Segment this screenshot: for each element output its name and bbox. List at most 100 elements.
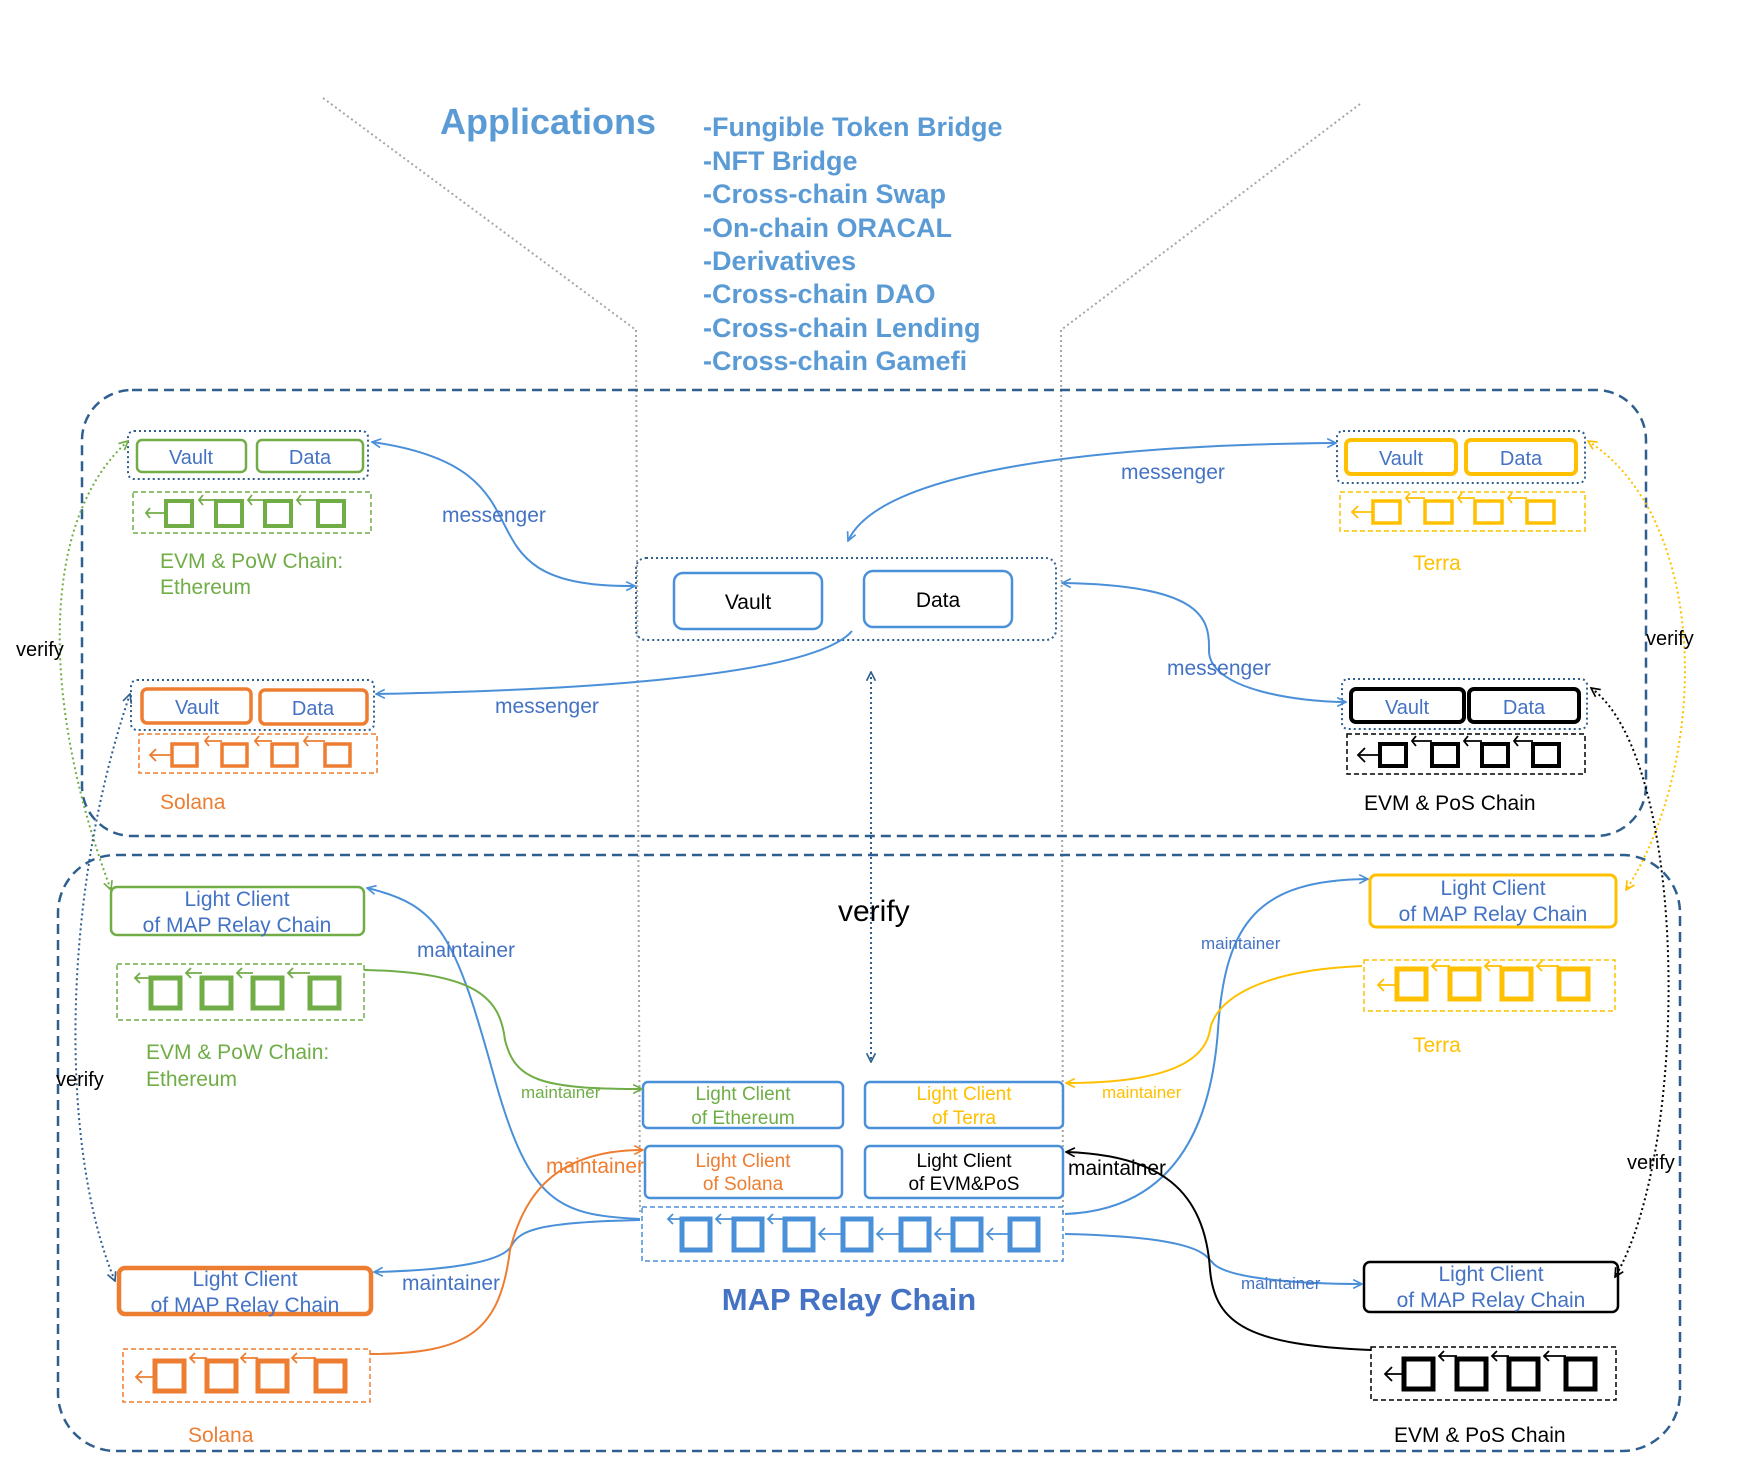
relay-lc-terra-box bbox=[863, 1080, 1065, 1130]
maintainer-label-sol-relay: maintainer bbox=[402, 1272, 500, 1295]
terra-lower-block bbox=[1447, 966, 1482, 1002]
verify-left-lower-connector bbox=[74, 694, 130, 1281]
lc-evm-box bbox=[1362, 1260, 1620, 1314]
evm-vault-label: Vault bbox=[1385, 697, 1430, 719]
sol-lower-label: Solana bbox=[188, 1424, 254, 1447]
lower-region bbox=[56, 853, 1682, 1453]
funnel-lines bbox=[322, 97, 1361, 1213]
sol-upper-block bbox=[323, 742, 352, 768]
relay-block bbox=[679, 1216, 713, 1253]
lower-terra-group: Light Client of MAP Relay Chain Terra bbox=[1363, 873, 1618, 1057]
lc-terra-line1: Light Client bbox=[1440, 877, 1545, 900]
upper-solana-group: Vault Data Solana bbox=[130, 679, 378, 814]
lc-terra-line2: of MAP Relay Chain bbox=[1399, 903, 1588, 926]
relay-lc-ethereum-box bbox=[641, 1080, 845, 1130]
messenger-solana-connector bbox=[376, 630, 853, 694]
evm-lower-chain-container bbox=[1370, 1346, 1617, 1401]
terra-lower-chain-arrows bbox=[1376, 960, 1559, 992]
terra-upper-chain-container bbox=[1339, 491, 1586, 532]
sol-data-box bbox=[258, 688, 369, 726]
evm-upper-block bbox=[1531, 742, 1561, 768]
maintainer-evm-chain-connector bbox=[1066, 1152, 1372, 1351]
terra-lower-block bbox=[1499, 966, 1534, 1002]
relay-lc-evmpos-line2: of EVM&PoS bbox=[909, 1174, 1020, 1195]
upper-region bbox=[80, 388, 1648, 838]
lc-terra-box bbox=[1368, 873, 1618, 929]
sol-upper-chain-blocks bbox=[138, 733, 378, 774]
maintainer-label-eth-relay: maintainer bbox=[417, 939, 515, 962]
sol-upper-block bbox=[220, 742, 249, 768]
lc-eth-line2: of MAP Relay Chain bbox=[143, 914, 332, 937]
evm-upper-block bbox=[1378, 742, 1408, 768]
verify-label-lower-right: verify bbox=[1627, 1152, 1675, 1174]
relay-lc-ethereum-line1: Light Client bbox=[695, 1084, 791, 1105]
relay-lc-solana-line1: Light Client bbox=[695, 1151, 791, 1172]
sol-lower-chain-blocks bbox=[122, 1348, 371, 1403]
upper-ethereum-group: Vault Data EVM & PoW Chain: Ethereum bbox=[127, 430, 372, 599]
application-item: -On-chain ORACAL bbox=[703, 213, 952, 243]
sol-upper-block bbox=[170, 742, 199, 768]
sol-vault-box bbox=[140, 687, 253, 725]
relay-chain-container bbox=[641, 1206, 1064, 1262]
maintainer-terra-relay-connector bbox=[1064, 879, 1368, 1215]
lc-sol-line2: of MAP Relay Chain bbox=[151, 1294, 340, 1317]
center-vault-label: Vault bbox=[725, 591, 771, 614]
side-verify-connectors bbox=[58, 441, 1686, 1281]
terra-vault-box bbox=[1344, 438, 1458, 476]
sol-lower-block bbox=[255, 1358, 290, 1394]
maintainer-evm-relay-connector bbox=[1064, 1233, 1362, 1284]
application-item: -Fungible Token Bridge bbox=[703, 112, 1003, 142]
eth-lower-block bbox=[250, 975, 285, 1011]
relay-lc-evmpos-line1: Light Client bbox=[916, 1151, 1012, 1172]
verify-label-lower-left: verify bbox=[56, 1069, 104, 1091]
eth-vault-label: Vault bbox=[169, 447, 214, 469]
application-item: -Derivatives bbox=[703, 246, 856, 276]
lc-eth-box bbox=[109, 885, 366, 937]
evm-upper-block bbox=[1480, 742, 1510, 768]
verify-black-connector bbox=[1591, 688, 1670, 1277]
application-item: -Cross-chain Gamefi bbox=[703, 346, 967, 376]
eth-lower-chain-container bbox=[116, 963, 365, 1021]
eth-lower-label-line1: EVM & PoW Chain: bbox=[146, 1041, 329, 1064]
terra-upper-block bbox=[1525, 499, 1556, 525]
terra-upper-block bbox=[1371, 499, 1402, 525]
relay-chain-title: MAP Relay Chain bbox=[722, 1282, 976, 1317]
eth-lower-block bbox=[307, 975, 342, 1011]
maintainer-label-sol-chain: maintainer bbox=[546, 1155, 644, 1178]
center-vault-box bbox=[672, 571, 824, 631]
relay-block bbox=[782, 1216, 816, 1253]
maintainer-eth-chain-connector bbox=[363, 969, 642, 1089]
funnel-right-vertical bbox=[1060, 329, 1064, 1213]
relay-block bbox=[731, 1216, 765, 1253]
center-vault-data-group: Vault Data bbox=[635, 557, 1057, 641]
eth-upper-chain-blocks bbox=[132, 491, 372, 534]
eth-upper-block bbox=[214, 499, 244, 528]
messenger-connectors bbox=[372, 442, 1346, 702]
eth-lower-chain-arrows bbox=[133, 967, 310, 984]
evm-upper-chain-arrows bbox=[1356, 735, 1533, 763]
relay-block bbox=[1007, 1216, 1041, 1253]
application-item: -Cross-chain DAO bbox=[703, 279, 936, 309]
verify-yellow-connector bbox=[1588, 441, 1686, 890]
application-item: -Cross-chain Swap bbox=[703, 179, 946, 209]
maintainer-label-terra-relay: maintainer bbox=[1201, 934, 1281, 953]
application-item: -NFT Bridge bbox=[703, 146, 858, 176]
relay-block bbox=[898, 1216, 932, 1253]
terra-upper-label: Terra bbox=[1413, 552, 1461, 575]
eth-lower-block bbox=[199, 975, 234, 1011]
messenger-label-evm: messenger bbox=[1167, 657, 1271, 680]
eth-data-label: Data bbox=[289, 447, 332, 469]
maintainer-eth-relay-connector bbox=[367, 888, 641, 1220]
messenger-label-solana: messenger bbox=[495, 695, 599, 718]
eth-upper-label-line2: Ethereum bbox=[160, 576, 251, 599]
sol-upper-block bbox=[270, 742, 299, 768]
terra-lower-chain-container bbox=[1363, 959, 1616, 1012]
terra-vault-label: Vault bbox=[1379, 448, 1424, 470]
terra-data-box bbox=[1464, 438, 1578, 476]
sol-lower-block bbox=[313, 1358, 348, 1394]
evm-data-box bbox=[1467, 687, 1581, 724]
messenger-evm-connector bbox=[1062, 583, 1346, 702]
messenger-eth-connector bbox=[372, 442, 635, 586]
